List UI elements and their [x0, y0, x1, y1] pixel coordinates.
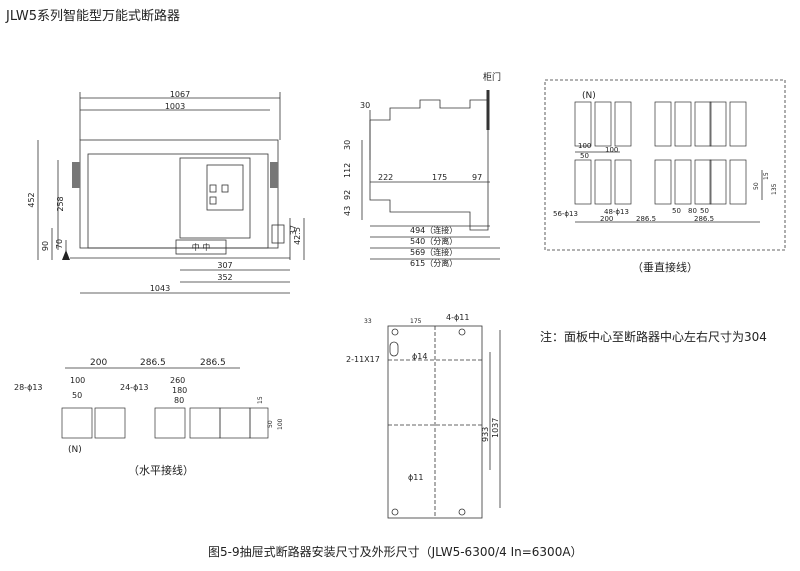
dim-43: 43: [343, 206, 352, 216]
dim-30b: 30: [343, 140, 352, 150]
dim-50: 50: [72, 391, 82, 400]
dim-11: ϕ11: [408, 473, 423, 482]
front-inner-frame: [87, 153, 269, 249]
front-body: [79, 139, 279, 249]
front-button: [209, 196, 217, 205]
vertical-wiring-caption: （垂直接线）: [632, 261, 698, 274]
horizontal-wiring-caption: （水平接线）: [128, 464, 194, 477]
dim-50b: 50: [267, 420, 274, 428]
dim-30a: 30: [360, 101, 370, 110]
dim-135: 135: [771, 183, 778, 195]
hole: [458, 328, 466, 336]
hole: [391, 508, 399, 516]
dim-56-13: 56-ϕ13: [553, 210, 578, 218]
dim-569: 569（连接）: [410, 247, 457, 257]
dim-286-5b: 286.5: [200, 358, 226, 368]
dim-100b: 100: [277, 418, 284, 430]
right-latch: [270, 162, 278, 188]
dim-258: 258: [56, 196, 65, 211]
dim-352: 352: [217, 273, 232, 282]
left-latch: [72, 162, 80, 188]
dim-2-11x17: 2-11X17: [346, 355, 380, 364]
dim-307: 307: [217, 261, 232, 270]
hole: [391, 328, 399, 336]
datum-arrow: [62, 250, 70, 260]
slot: [389, 341, 399, 357]
dim-112: 112: [343, 163, 352, 178]
dim-260: 260: [170, 376, 185, 385]
dim-615: 615（分离）: [410, 258, 457, 268]
dim-180: 180: [172, 386, 187, 395]
hole: [458, 508, 466, 516]
dim-14: ϕ14: [412, 352, 427, 361]
dim-42-5: 42.5: [293, 227, 302, 245]
dim-15: 15: [257, 396, 264, 404]
dim-50c: 50: [672, 207, 681, 215]
dim-48-13: 48-ϕ13: [604, 208, 629, 216]
dim-4-11: 4-ϕ11: [446, 313, 469, 322]
side-view: 柜门 30 30 112 43 92 222 175 97 494（连接） 54…: [343, 71, 501, 268]
front-button: [209, 184, 217, 193]
cabinet-door-label: 柜门: [483, 71, 501, 83]
dim-90: 90: [41, 241, 50, 251]
dim-80: 80: [174, 396, 184, 405]
side-body: [369, 99, 489, 231]
dim-1003: 1003: [165, 102, 185, 111]
dim-1037: 1037: [491, 418, 500, 438]
dim-175: 175: [432, 173, 447, 182]
figure-caption: 图5-9抽屉式断路器安装尺寸及外形尺寸（JLW5-6300/4 In=6300A…: [208, 545, 583, 559]
horizontal-wiring-view: 200 286.5 286.5 28-ϕ13 24-ϕ13 100 50 260…: [14, 358, 284, 455]
note-text: 注：面板中心至断路器中心左右尺寸为304: [540, 330, 767, 344]
dim-50: 50: [580, 152, 589, 160]
dim-80: 80: [688, 207, 697, 215]
dim-97: 97: [472, 173, 482, 182]
vertical-wiring-frame: [544, 79, 786, 251]
front-view: 中 中 1067 1003 452 258 90 70 307 352 1043…: [27, 90, 305, 294]
dim-37: 37: [289, 225, 298, 235]
dim-452: 452: [27, 192, 36, 207]
dim-222: 222: [378, 173, 393, 182]
dim-100b: 100: [605, 146, 618, 154]
vertical-wiring-view: (N) 100 50 100 15 50 135 56-ϕ13 48-ϕ13 2…: [544, 79, 786, 251]
dim-286-5a: 286.5: [140, 358, 166, 368]
dim-24-13: 24-ϕ13: [120, 383, 149, 392]
dim-286-5a: 286.5: [636, 215, 656, 223]
neutral-label-top: (N): [582, 91, 596, 101]
panel-label: 中 中: [192, 242, 211, 252]
dim-100: 100: [70, 376, 85, 385]
front-button: [221, 184, 229, 193]
dim-200: 200: [600, 215, 613, 223]
dim-50d: 50: [700, 207, 709, 215]
dim-15: 15: [763, 172, 770, 180]
dim-933: 933: [481, 427, 490, 442]
dim-92: 92: [343, 190, 352, 200]
dim-70: 70: [55, 239, 64, 249]
dim-100: 100: [578, 142, 591, 150]
dim-28-13: 28-ϕ13: [14, 383, 43, 392]
front-panel: [179, 157, 251, 239]
dim-200: 200: [90, 358, 107, 368]
dim-1043: 1043: [150, 284, 170, 293]
mounting-plate-view: 33 175 4-ϕ11 2-11X17 ϕ14 933 1037 ϕ11: [346, 313, 501, 519]
dim-540: 540（分离）: [410, 236, 457, 246]
page-title: JLW5系列智能型万能式断路器: [6, 9, 181, 24]
front-handle: [175, 239, 227, 255]
front-display: [206, 164, 244, 211]
dim-286-5b: 286.5: [694, 215, 714, 223]
side-rail: [271, 224, 285, 244]
neutral-label-bottom: (N): [68, 445, 82, 455]
dim-1067: 1067: [170, 90, 190, 99]
dim-33: 33: [364, 318, 372, 325]
dim-494: 494（连接）: [410, 225, 457, 235]
dim-175: 175: [410, 318, 422, 325]
dim-50b: 50: [753, 182, 760, 190]
